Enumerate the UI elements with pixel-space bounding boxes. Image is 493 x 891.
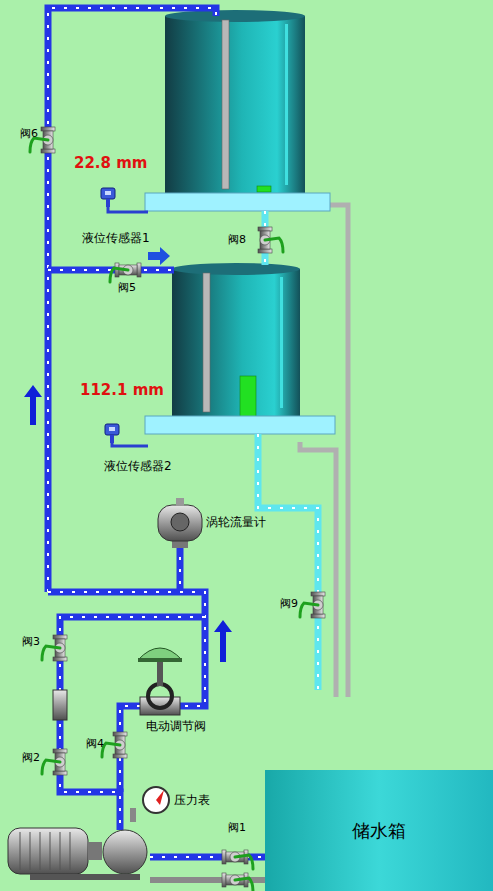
- pipe: [258, 434, 318, 690]
- pipe: [48, 592, 205, 792]
- valve-label: 阀8: [228, 234, 246, 246]
- water-tank: [172, 263, 300, 418]
- turbine-flowmeter: [158, 498, 202, 548]
- valve-label: 阀1: [228, 822, 246, 834]
- storage-tank: 储水箱: [265, 770, 493, 891]
- level-reading: 22.8 mm: [74, 155, 148, 172]
- device-label: 压力表: [174, 794, 210, 807]
- valve-handle: [102, 743, 120, 757]
- tank-base: [145, 416, 335, 434]
- valve-label: 阀6: [20, 128, 38, 140]
- pipe-flow: [179, 545, 181, 592]
- valve-label: 阀4: [86, 738, 104, 750]
- sensor-lead: [108, 206, 148, 212]
- electric-valve: [138, 648, 182, 715]
- water-tank: [165, 10, 305, 195]
- flow-arrow: [214, 620, 232, 662]
- level-sensor: [105, 424, 119, 443]
- valve-label: 阀5: [118, 282, 136, 294]
- valve-handle: [42, 760, 60, 774]
- level-reading: 112.1 mm: [80, 382, 164, 399]
- device-label: 电动调节阀: [146, 720, 206, 733]
- valve-handle: [235, 878, 253, 891]
- pipe-flow: [48, 8, 216, 592]
- device-label: 涡轮流量计: [206, 516, 266, 529]
- pipe-flow: [48, 592, 205, 792]
- flow-arrow: [24, 385, 42, 425]
- valve-handle: [235, 855, 253, 869]
- valve-label: 阀3: [22, 636, 40, 648]
- valve-label: 阀2: [22, 752, 40, 764]
- filter-symbol: [53, 690, 67, 720]
- valve-label: 阀9: [280, 598, 298, 610]
- level-sensor: [101, 188, 115, 207]
- sensor-lead: [112, 442, 148, 446]
- pipe: [48, 8, 216, 592]
- tank-label: 储水箱: [352, 819, 406, 843]
- sensor-label: 液位传感器1: [82, 232, 150, 245]
- valve-handle: [265, 238, 283, 252]
- pipe: [177, 545, 184, 592]
- sensor-label: 液位传感器2: [104, 460, 172, 473]
- pump-motor: [8, 828, 147, 880]
- pressure-gauge: [130, 787, 169, 822]
- tank-base: [145, 193, 330, 211]
- valve-handle: [110, 268, 128, 282]
- valve-handle: [30, 138, 48, 152]
- valve-handle: [300, 603, 318, 617]
- flow-arrow: [148, 247, 170, 265]
- valve-handle: [42, 646, 60, 660]
- pipe-flow: [258, 434, 318, 690]
